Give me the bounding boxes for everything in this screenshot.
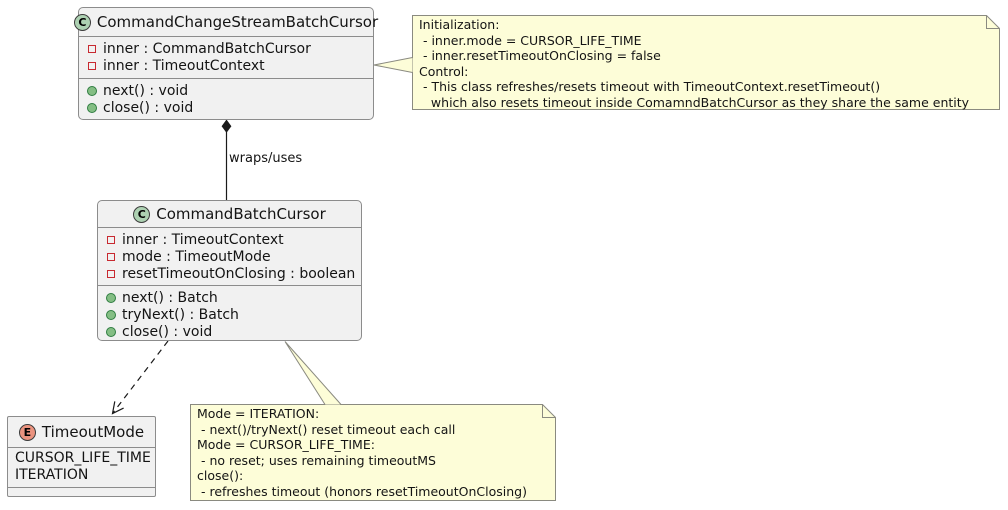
note-line: - no reset; uses remaining timeoutMS xyxy=(197,452,436,468)
method-text: close() : void xyxy=(122,323,213,340)
note-line: - next()/tryNext() reset timeout each ca… xyxy=(197,421,456,437)
class-header: C CommandChangeStreamBatchCursor xyxy=(73,8,378,37)
class-header: C CommandBatchCursor xyxy=(98,201,361,228)
method-visibility-icon xyxy=(87,103,97,114)
dependency-dashed-line xyxy=(112,340,169,414)
class-box-command-batch-cursor: C CommandBatchCursor inner : TimeoutCont… xyxy=(97,200,362,341)
note-fold-icon xyxy=(986,15,1000,29)
field-visibility-icon xyxy=(88,62,96,71)
dependency-arrowhead-icon xyxy=(111,401,124,415)
method-row: next() : void xyxy=(79,82,373,100)
note-line: - inner.mode = CURSOR_LIFE_TIME xyxy=(419,32,642,48)
edge-label-wraps-uses: wraps/uses xyxy=(229,151,303,166)
composition-diamond-icon xyxy=(221,119,232,133)
enum-value: CURSOR_LIFE_TIME xyxy=(15,450,151,466)
enum-header: E TimeoutMode xyxy=(8,417,155,448)
note-line: - refreshes timeout (honors resetTimeout… xyxy=(197,483,527,499)
attribute-text: inner : TimeoutContext xyxy=(122,231,284,248)
method-row: close() : void xyxy=(79,100,373,118)
method-row: close() : void xyxy=(98,323,361,340)
note-line: - This class refreshes/resets timeout wi… xyxy=(419,79,881,94)
enum-stereotype-icon: E xyxy=(18,423,36,441)
note-line: Initialization: xyxy=(419,17,500,32)
method-text: close() : void xyxy=(103,100,194,117)
attribute-text: inner : TimeoutContext xyxy=(103,58,265,75)
note-mode-behavior: Mode = ITERATION: - next()/tryNext() res… xyxy=(190,404,556,501)
attribute-row: inner : TimeoutContext xyxy=(79,58,373,76)
attribute-row: mode : TimeoutMode xyxy=(98,248,361,265)
methods-compartment: next() : void close() : void xyxy=(79,78,373,120)
enum-empty-compartment xyxy=(8,487,155,496)
note-text: Initialization: - inner.mode = CURSOR_LI… xyxy=(412,15,1000,110)
note-text: Mode = ITERATION: - next()/tryNext() res… xyxy=(190,404,556,499)
field-visibility-icon xyxy=(107,269,115,278)
note-line: Mode = CURSOR_LIFE_TIME: xyxy=(197,437,375,452)
note-line: which also resets timeout inside Comamnd… xyxy=(419,94,970,110)
class-title: CommandBatchCursor xyxy=(156,205,326,223)
method-visibility-icon xyxy=(106,309,116,320)
method-visibility-icon xyxy=(106,292,116,303)
enum-value: ITERATION xyxy=(15,467,89,483)
methods-compartment: next() : Batch tryNext() : Batch close()… xyxy=(98,285,361,343)
attributes-compartment: inner : CommandBatchCursor inner : Timeo… xyxy=(79,37,373,78)
enum-values-compartment: CURSOR_LIFE_TIME ITERATION xyxy=(8,448,155,487)
note-line: Mode = ITERATION: xyxy=(197,406,320,421)
field-visibility-icon xyxy=(107,235,115,244)
method-visibility-icon xyxy=(87,85,97,96)
note-shape xyxy=(412,15,1000,110)
note-line: - inner.resetTimeoutOnClosing = false xyxy=(419,48,661,63)
attribute-row: resetTimeoutOnClosing : boolean xyxy=(98,265,361,282)
note-line: close(): xyxy=(197,468,244,483)
attributes-compartment: inner : TimeoutContext mode : TimeoutMod… xyxy=(98,228,361,285)
class-title: CommandChangeStreamBatchCursor xyxy=(96,13,379,31)
method-row: next() : Batch xyxy=(98,289,361,306)
note-shape xyxy=(190,404,556,501)
attribute-row: inner : TimeoutContext xyxy=(98,231,361,248)
method-text: tryNext() : Batch xyxy=(122,306,239,323)
class-stereotype-icon: C xyxy=(73,13,91,31)
field-visibility-icon xyxy=(107,252,115,261)
method-visibility-icon xyxy=(106,326,116,337)
dependency-edge xyxy=(111,340,169,415)
composition-edge xyxy=(221,119,232,201)
note-fold-icon xyxy=(542,404,556,418)
enum-title: TimeoutMode xyxy=(41,423,145,441)
class-stereotype-icon: C xyxy=(133,205,151,223)
method-text: next() : Batch xyxy=(122,289,218,306)
note-initialization-control: Initialization: - inner.mode = CURSOR_LI… xyxy=(412,15,1000,110)
attribute-text: inner : CommandBatchCursor xyxy=(103,40,311,57)
attribute-text: resetTimeoutOnClosing : boolean xyxy=(122,265,356,282)
enum-box-timeout-mode: E TimeoutMode CURSOR_LIFE_TIME ITERATION xyxy=(7,416,156,497)
note-line: Control: xyxy=(419,63,469,79)
method-row: tryNext() : Batch xyxy=(98,306,361,323)
field-visibility-icon xyxy=(88,44,96,53)
attribute-row: inner : CommandBatchCursor xyxy=(79,40,373,58)
method-text: next() : void xyxy=(103,82,189,99)
attribute-text: mode : TimeoutMode xyxy=(122,248,271,265)
class-box-command-change-stream-batch-cursor: C CommandChangeStreamBatchCursor inner :… xyxy=(73,7,378,120)
